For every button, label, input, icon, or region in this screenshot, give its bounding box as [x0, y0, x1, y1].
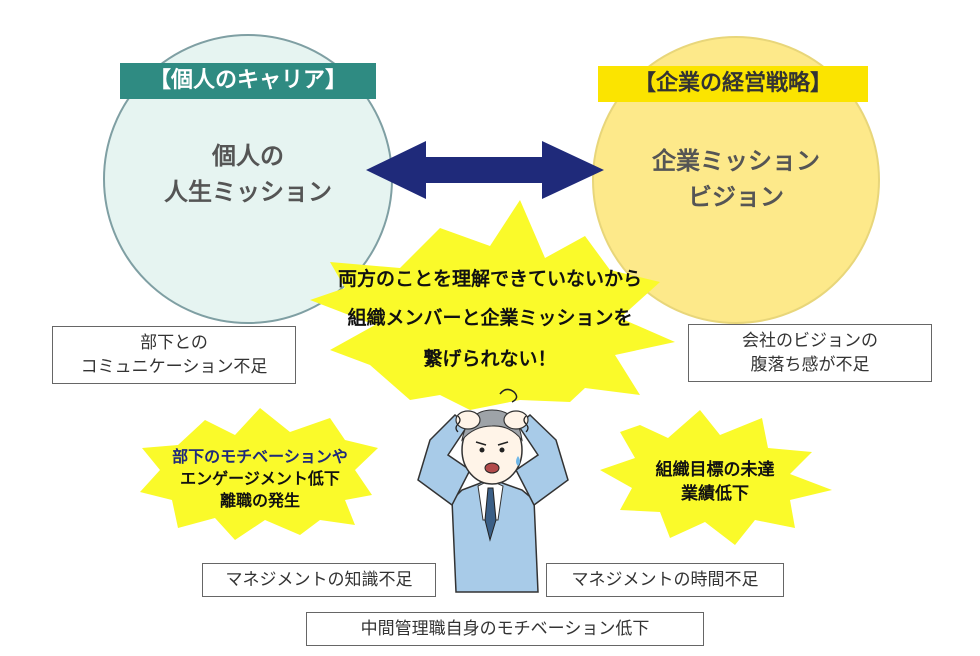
- right-burst-line2: 業績低下: [681, 484, 749, 504]
- personal-mission-line1: 個人の: [212, 142, 284, 170]
- corporate-mission-line1: 企業ミッション: [652, 147, 820, 175]
- communication-shortage-box: 部下との コミュニケーション不足: [52, 326, 296, 384]
- vision-buy-in-box: 会社のビジョンの 腹落ち感が不足: [688, 324, 932, 382]
- communication-line2: コミュニケーション不足: [80, 357, 268, 377]
- management-knowledge-box: マネジメントの知識不足: [202, 563, 436, 597]
- left-burst-line1: 部下のモチベーションや: [172, 447, 348, 466]
- center-burst-shape: [310, 200, 675, 410]
- right-burst-shape: [600, 410, 832, 545]
- corporate-strategy-tag: 【企業の経営戦略】: [598, 66, 868, 102]
- left-burst-line2: エンゲージメント低下: [180, 469, 340, 488]
- vision-line1: 会社のビジョンの: [742, 331, 878, 351]
- right-burst-line1: 組織目標の未達: [655, 460, 775, 480]
- communication-line1: 部下との: [140, 333, 208, 353]
- center-burst-line3: 繋げられない！: [423, 348, 557, 370]
- vision-line2: 腹落ち感が不足: [750, 355, 870, 375]
- center-burst-line1: 両方のことを理解できていないから: [337, 268, 642, 290]
- management-time-box: マネジメントの時間不足: [546, 563, 784, 597]
- left-burst-line3: 離職の発生: [219, 491, 300, 510]
- corporate-mission-line2: ビジョン: [688, 183, 784, 211]
- personal-career-tag: 【個人のキャリア】: [120, 63, 376, 99]
- middle-manager-motivation-box: 中間管理職自身のモチベーション低下: [306, 612, 704, 646]
- left-burst-shape: [140, 408, 378, 540]
- double-arrow-icon: [366, 141, 604, 199]
- personal-mission-line2: 人生ミッション: [164, 178, 332, 206]
- troubled-businessman-icon: [417, 388, 569, 593]
- center-burst-line2: 組織メンバーと企業ミッションを: [347, 307, 633, 329]
